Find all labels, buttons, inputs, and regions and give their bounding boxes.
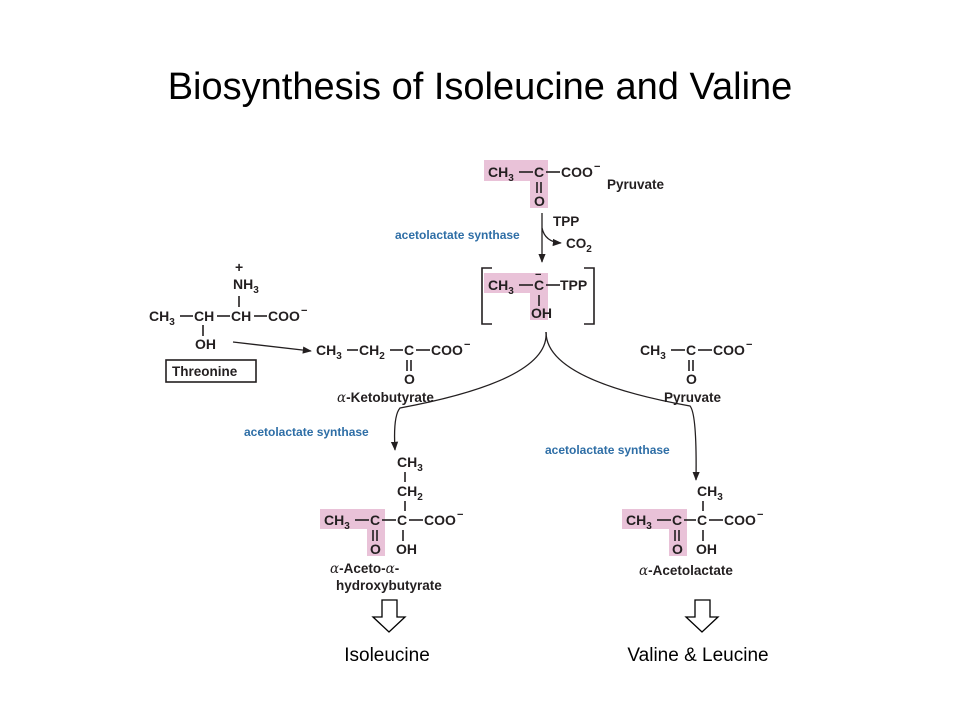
slide-title: Biosynthesis of Isoleucine and Valine [167, 66, 793, 108]
svg-text:CH3: CH3 [626, 512, 652, 532]
svg-text:TPP: TPP [560, 277, 587, 293]
valine-leucine-down-arrow-icon [684, 599, 720, 633]
enzyme-top-label: acetolactate synthase [395, 228, 520, 242]
svg-text:COO: COO [561, 164, 593, 180]
product-valine-leucine: Valine & Leucine [627, 645, 768, 666]
svg-text:C: C [534, 164, 544, 180]
svg-text:CH3: CH3 [488, 277, 514, 297]
svg-text:+: + [235, 259, 243, 275]
svg-text:−: − [594, 161, 600, 173]
svg-text:−: − [301, 305, 307, 317]
branch-arrow-right [545, 331, 700, 481]
svg-text:CH: CH [194, 308, 214, 324]
svg-text:CH2: CH2 [359, 342, 385, 362]
svg-text:CH3: CH3 [488, 164, 514, 184]
acetohydroxybutyrate-label-line1: α-Aceto-α- [330, 561, 399, 577]
svg-text:O: O [404, 371, 415, 387]
co2-release-arrow [541, 227, 562, 247]
svg-text:−: − [535, 269, 541, 281]
svg-text:C: C [534, 277, 544, 293]
svg-text:CH3: CH3 [149, 308, 175, 328]
threonine-structure: + NH3 CH3 CH CH COO − OH [149, 259, 307, 352]
svg-text:−: − [457, 509, 463, 521]
svg-text:−: − [757, 509, 763, 521]
svg-text:COO: COO [431, 342, 463, 358]
svg-text:−: − [464, 339, 470, 351]
svg-text:OH: OH [696, 541, 717, 557]
threonine-box [165, 359, 257, 383]
svg-text:CH3: CH3 [316, 342, 342, 362]
svg-text:OH: OH [396, 541, 417, 557]
enzyme-left-label: acetolactate synthase [244, 425, 369, 439]
acetolactate-structure: CH3 CH3 C C COO − O OH [622, 483, 763, 557]
svg-text:COO: COO [724, 512, 756, 528]
svg-text:O: O [686, 371, 697, 387]
branch-arrow-left [390, 331, 547, 451]
co2-label: CO2 [566, 236, 592, 255]
svg-text:CH3: CH3 [640, 342, 666, 362]
svg-text:OH: OH [531, 305, 552, 321]
svg-text:O: O [672, 541, 683, 557]
svg-text:O: O [534, 193, 545, 209]
pyruvate-right-structure: CH3 C COO − O [640, 339, 752, 387]
svg-text:C: C [697, 512, 707, 528]
svg-text:COO: COO [424, 512, 456, 528]
svg-text:C: C [686, 342, 696, 358]
acetohydroxybutyrate-label-line2: hydroxybutyrate [336, 578, 442, 593]
svg-text:CH: CH [231, 308, 251, 324]
acetohydroxybutyrate-structure: CH3 CH2 CH3 C C COO − O OH [320, 454, 463, 557]
svg-text:O: O [370, 541, 381, 557]
svg-text:CH3: CH3 [397, 454, 423, 474]
threonine-arrow [232, 341, 312, 354]
svg-text:COO: COO [713, 342, 745, 358]
pyruvate-top-label: Pyruvate [607, 177, 665, 192]
product-isoleucine: Isoleucine [344, 645, 430, 666]
svg-text:CH2: CH2 [397, 483, 423, 503]
svg-text:−: − [746, 339, 752, 351]
threonine-label: Threonine [172, 364, 238, 379]
svg-text:C: C [370, 512, 380, 528]
svg-text:NH3: NH3 [233, 276, 259, 296]
acetolactate-label: α-Acetolactate [639, 563, 733, 579]
enzyme-right-label: acetolactate synthase [545, 443, 670, 457]
tpp-label: TPP [553, 214, 579, 229]
isoleucine-down-arrow-icon [371, 599, 407, 633]
ketobutyrate-label: α-Ketobutyrate [337, 390, 434, 406]
svg-text:OH: OH [195, 336, 216, 352]
ketobutyrate-structure: CH3 CH2 C COO − O [316, 339, 470, 387]
svg-text:C: C [404, 342, 414, 358]
tpp-intermediate-structure: − CH3 C TPP OH [481, 267, 595, 325]
svg-text:CH3: CH3 [324, 512, 350, 532]
pyruvate-right-label: Pyruvate [664, 390, 722, 405]
svg-text:C: C [672, 512, 682, 528]
svg-text:COO: COO [268, 308, 300, 324]
pyruvate-top-structure: CH3 C COO − O [484, 160, 600, 209]
svg-text:C: C [397, 512, 407, 528]
svg-text:CH3: CH3 [697, 483, 723, 503]
